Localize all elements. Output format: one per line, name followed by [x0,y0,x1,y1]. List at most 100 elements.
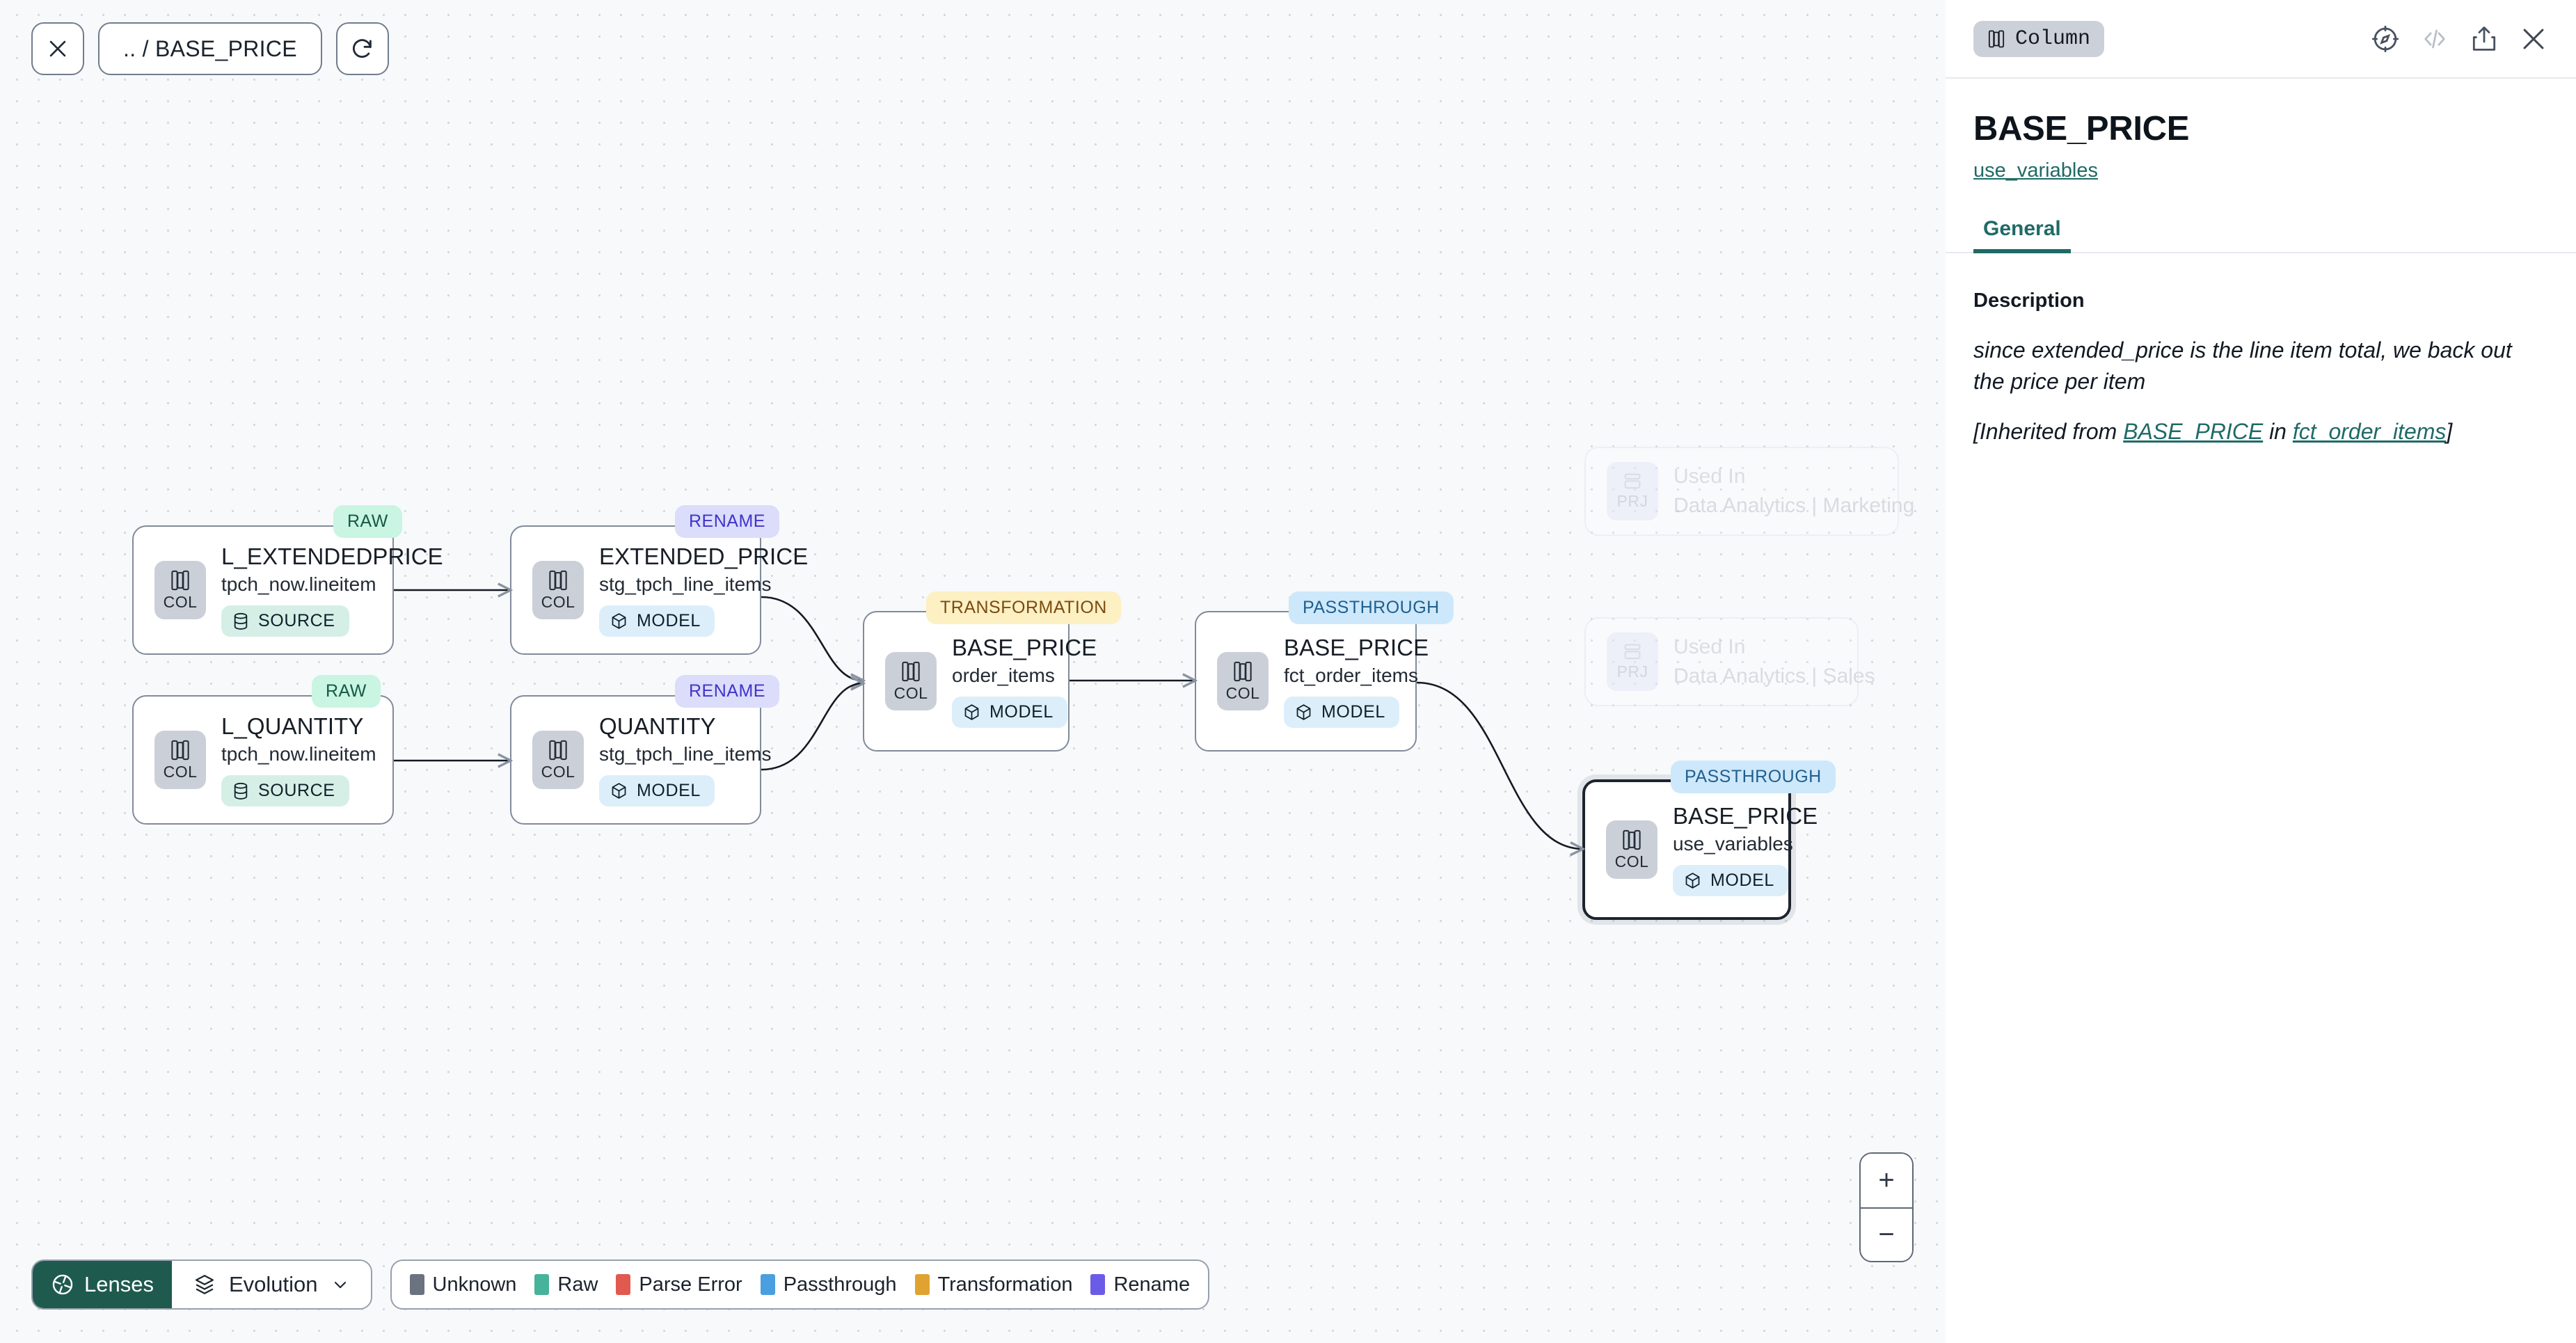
panel-header-actions [2371,24,2548,54]
node-pill-model: MODEL [952,697,1067,728]
legend-swatch [409,1274,424,1295]
legend-item-transformation: Transformation [914,1273,1073,1296]
used-in-label: Used In [1673,635,1746,658]
legend-item-raw: Raw [534,1273,598,1296]
lineage-node-base-price-order-items[interactable]: COL BASE_PRICE order_items MODEL [863,611,1097,752]
column-chip-label: COL [1225,683,1260,702]
entity-type-chip: Column [1973,20,2105,57]
used-in-label: Used In [1673,465,1746,488]
column-chip: COL [885,652,937,710]
code-icon[interactable] [2420,24,2449,54]
inherited-mid: in [2263,418,2293,444]
node-pill-model: MODEL [1673,865,1788,896]
node-name: L_QUANTITY [221,713,364,739]
column-chip-label: COL [541,762,575,781]
node-pill-label: MODEL [989,702,1054,722]
node-subtitle: order_items [952,665,1055,686]
node-pill-source: SOURCE [221,605,349,637]
node-tag-rename: RENAME [675,675,779,708]
node-pill-label: MODEL [637,781,701,800]
legend-label: Transformation [937,1273,1073,1296]
inherited-model-link[interactable]: fct_order_items [2292,418,2447,444]
node-pill-source: SOURCE [221,775,349,806]
legend-swatch [760,1274,775,1295]
node-subtitle: stg_tpch_line_items [599,573,772,595]
breadcrumb-button[interactable]: .. / BASE_PRICE [98,22,322,75]
node-subtitle: stg_tpch_line_items [599,743,772,765]
zoom-out-button[interactable]: − [1861,1207,1912,1261]
node-pill-label: MODEL [1321,702,1385,722]
column-chip: COL [154,561,206,619]
column-chip: COL [532,731,584,789]
lineage-node-l-extendedprice[interactable]: COL L_EXTENDEDPRICE tpch_now.lineitem SO… [132,525,443,655]
project-chip: PRJ [1607,633,1658,691]
node-pill-model: MODEL [1284,697,1399,728]
model-link-wrap: use_variables [1946,148,2576,182]
legend-swatch [1090,1274,1106,1295]
lineage-node-l-quantity[interactable]: COL L_QUANTITY tpch_now.lineitem SOURCE [132,695,394,825]
legend-item-rename: Rename [1090,1273,1190,1296]
legend-label: Passthrough [783,1273,897,1296]
tab-general[interactable]: General [1973,217,2071,253]
panel-tabs: General [1946,217,2576,253]
lineage-node-base-price-fct-order-items[interactable]: COL BASE_PRICE fct_order_items MODEL [1195,611,1429,752]
legend-item-unknown: Unknown [409,1273,517,1296]
legend-item-passthrough: Passthrough [760,1273,897,1296]
used-in-node-sales[interactable]: PRJ Used In Data Analytics | Sales [1584,617,1875,706]
inherited-prefix: [Inherited from [1973,418,2124,444]
lineage-node-quantity[interactable]: COL QUANTITY stg_tpch_line_items MODEL [510,695,772,825]
inherited-note: [Inherited from BASE_PRICE in fct_order_… [1973,416,2548,447]
node-pill-label: MODEL [1710,871,1774,890]
compass-icon[interactable] [2371,24,2400,54]
evolution-dropdown[interactable]: Evolution [171,1261,371,1308]
description-body: since extended_price is the line item to… [1973,335,2548,447]
column-chip: COL [1217,652,1269,710]
description-section: Description since extended_price is the … [1946,253,2576,447]
node-name: EXTENDED_PRICE [599,543,809,569]
lenses-label: Lenses [84,1272,154,1296]
column-chip: COL [532,561,584,619]
legend-label: Rename [1113,1273,1191,1296]
column-chip-label: COL [893,683,928,702]
legend-item-parse-error: Parse Error [616,1273,742,1296]
node-name: BASE_PRICE [1284,635,1429,660]
legend-label: Unknown [432,1273,517,1296]
legend-swatch [914,1274,930,1295]
node-tag-rename: RENAME [675,505,779,538]
node-name: QUANTITY [599,713,716,739]
lineage-node-base-price-use-variables[interactable]: COL BASE_PRICE use_variables MODEL [1582,779,1818,920]
node-pill-label: SOURCE [258,781,335,800]
used-in-subtitle: Data Analytics | Marketing [1673,494,1915,517]
lenses-button[interactable]: Lenses [33,1261,172,1308]
column-icon [1988,30,2005,47]
node-pill-label: MODEL [637,611,701,630]
zoom-in-button[interactable]: + [1861,1154,1912,1207]
node-pill-model: MODEL [599,605,715,637]
node-pill-label: SOURCE [258,611,335,630]
model-link[interactable]: use_variables [1973,159,2098,182]
breadcrumb: .. / BASE_PRICE [123,35,297,61]
node-subtitle: tpch_now.lineitem [221,743,376,765]
share-icon[interactable] [2470,24,2499,54]
node-subtitle: use_variables [1673,833,1793,855]
column-chip-label: COL [1614,852,1649,871]
used-in-node-marketing[interactable]: PRJ Used In Data Analytics | Marketing [1584,447,1914,536]
close-icon[interactable] [2519,24,2548,54]
inherited-column-link[interactable]: BASE_PRICE [2123,418,2264,444]
inherited-suffix: ] [2446,418,2453,444]
legend-swatch [534,1274,550,1295]
column-chip-label: COL [163,592,198,611]
node-name: L_EXTENDEDPRICE [221,543,443,569]
node-name: BASE_PRICE [952,635,1097,660]
lineage-node-extended-price[interactable]: COL EXTENDED_PRICE stg_tpch_line_items M… [510,525,809,655]
page-title: BASE_PRICE [1973,110,2190,148]
refresh-button[interactable] [335,22,389,75]
lineage-legend: Unknown Raw Parse Error Passthrough Tran… [390,1259,1210,1310]
canvas-toolbar: .. / BASE_PRICE [31,22,389,75]
node-tag-raw: RAW [333,505,402,538]
lineage-canvas[interactable]: .. / BASE_PRICE [0,0,1946,1343]
node-tag-passthrough: PASSTHROUGH [1289,591,1454,624]
project-chip-label: PRJ [1616,491,1648,510]
close-graph-button[interactable] [31,22,84,75]
